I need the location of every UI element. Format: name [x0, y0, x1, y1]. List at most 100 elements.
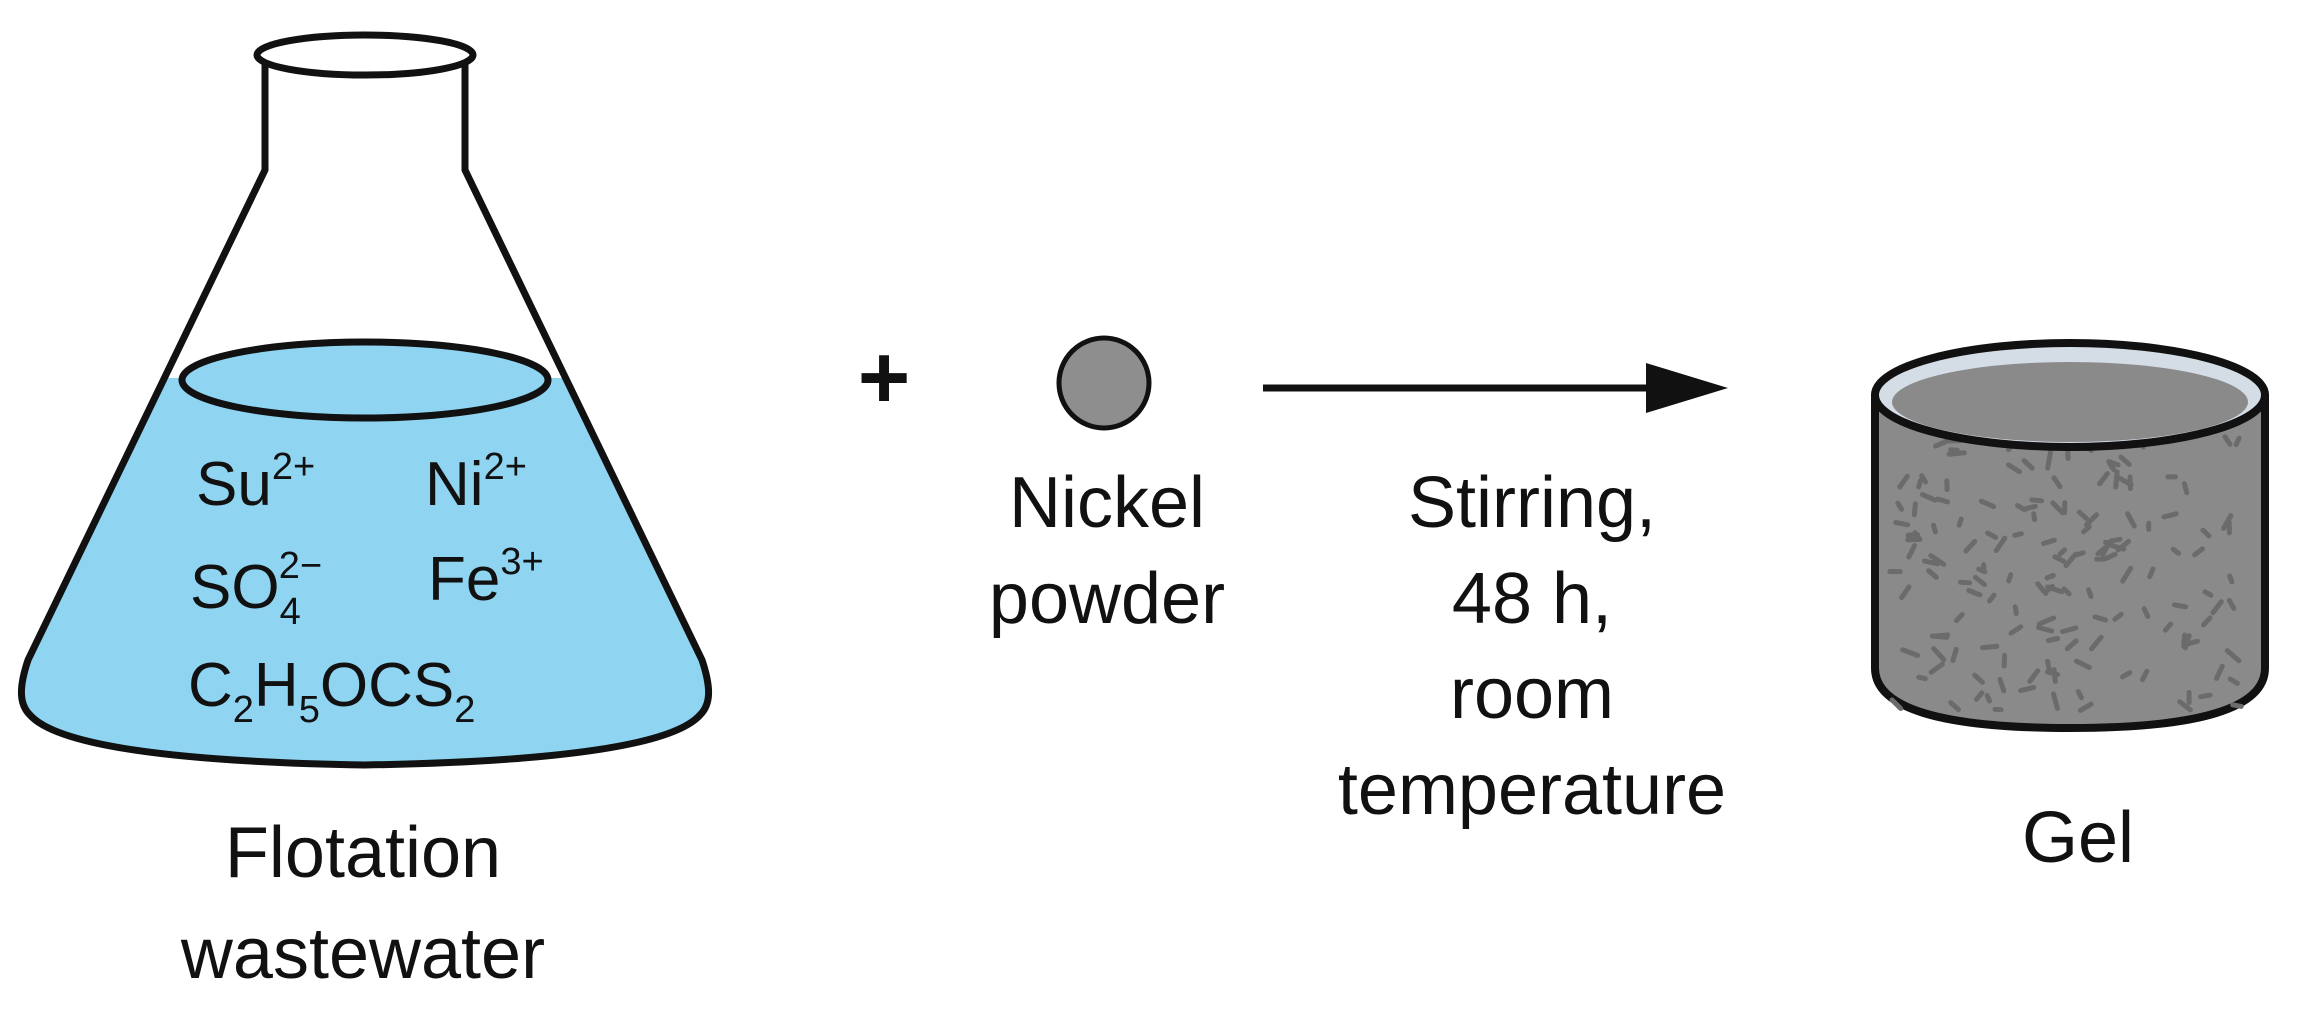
gel-speck [1893, 520, 1911, 528]
gel-speck [2006, 572, 2014, 584]
gel-speck [1897, 473, 1910, 490]
gel-speck [1900, 647, 1921, 658]
ion-ni: Ni2+ [425, 446, 527, 519]
gel-speck [1950, 646, 1959, 663]
gel-speck [1895, 500, 1905, 512]
plus-sign: + [858, 328, 911, 428]
gel-speck [1933, 632, 1951, 639]
gel-speck [2006, 462, 2022, 475]
gel-speck [2040, 537, 2057, 546]
gel-speck [2112, 611, 2124, 622]
gel-speck [1948, 700, 1961, 713]
gel-speck [2044, 573, 2056, 581]
reaction-arrow [1263, 363, 1728, 413]
gel-speck [2001, 652, 2008, 669]
gel-speck [2074, 658, 2092, 670]
gel-speck [2192, 546, 2205, 558]
flask-label-line1: Flotation [225, 813, 501, 893]
gel-speck [2012, 604, 2019, 617]
gel-speck [1928, 661, 1945, 675]
gel-speck [2078, 701, 2094, 713]
nickel-powder-particle [1056, 335, 1152, 431]
gel-speck [2045, 583, 2055, 593]
gel-speck [2108, 536, 2123, 544]
condition-line2: 48 h, [1452, 559, 1612, 639]
powder-label-line2: powder [989, 559, 1225, 639]
gel-speck [1946, 450, 1967, 457]
gel-speck [2120, 670, 2133, 680]
gel-speck [2036, 615, 2057, 627]
gel-speck [2171, 602, 2189, 610]
gel-speck [2221, 513, 2234, 531]
gel-speck [2147, 566, 2156, 580]
gel-speck [2107, 542, 2127, 552]
gel-speck [2081, 524, 2092, 535]
gel-speck [1933, 438, 1951, 449]
gel-speck [2097, 471, 2110, 487]
gel-speck [1978, 498, 1997, 510]
gel-speck [1979, 643, 2000, 651]
gel-speck [2060, 625, 2079, 635]
gel-speck [2117, 475, 2134, 488]
gel-speck [2162, 621, 2174, 633]
gel-speck [1935, 496, 1951, 505]
gel-speck [2227, 676, 2240, 686]
gel-speck [2201, 615, 2213, 628]
gel-speck [2045, 450, 2053, 471]
gel-speck [1954, 612, 1965, 624]
gel-speck [2092, 614, 2108, 623]
gel-speck [2125, 511, 2137, 529]
gel-speck [2045, 658, 2053, 674]
gel-speck [2107, 461, 2117, 473]
gel-speck [2052, 554, 2067, 564]
gel-speck [2177, 699, 2193, 713]
gel-speck [2139, 668, 2150, 683]
gel-speck [2023, 503, 2038, 511]
gel-speck [2086, 587, 2094, 599]
erlenmeyer-flask [18, 31, 712, 769]
gel-speck [1966, 588, 1983, 598]
flask-outline [18, 58, 712, 769]
gel-speck [2045, 636, 2061, 643]
gel-speck [1931, 646, 1947, 663]
gel-speck [2214, 663, 2225, 681]
gel-speck [2063, 551, 2078, 569]
gel-speck [1899, 584, 1912, 601]
gel-speck [2012, 531, 2024, 538]
gel-speck [2031, 511, 2038, 523]
gel-speck [1905, 532, 1921, 538]
gel-speck [2035, 581, 2049, 596]
gel-speck [1985, 530, 1999, 540]
condition-line4: temperature [1338, 750, 1726, 830]
gel-speck [1997, 676, 2007, 694]
gel-speck [2230, 702, 2244, 709]
gel-speck [1916, 477, 1924, 490]
gel-speck [2076, 509, 2089, 521]
ion-so4: SO42− [190, 545, 322, 633]
liquid-surface [178, 338, 552, 422]
gel-speck [2051, 691, 2060, 711]
flask-label-line2: wastewater [180, 914, 545, 994]
gel-speck [1919, 492, 1938, 503]
gel-speck [2036, 625, 2055, 634]
condition-line3: room [1450, 654, 1614, 734]
gel-speck [2050, 500, 2065, 516]
gel-speck [2227, 573, 2235, 585]
gel-speck [2018, 685, 2037, 694]
gel-speck [2021, 458, 2035, 471]
ion-list: Su2+ Ni2+ SO42− Fe3+ C2H5OCS2 [188, 446, 544, 731]
powder-label-line1: Nickel [1009, 463, 1205, 543]
gel-speck [2045, 669, 2060, 678]
gel-speck [2015, 503, 2028, 513]
gel-speck [2113, 469, 2120, 490]
gel-speck [1972, 672, 1985, 685]
gel-speck [2233, 435, 2242, 448]
gel-speck [2202, 589, 2214, 598]
gel-speck [2008, 624, 2024, 636]
gel-speck [2170, 546, 2182, 556]
gel-speck [1993, 535, 2008, 553]
gel-speck [1972, 574, 1987, 588]
gel-speck [2027, 668, 2041, 684]
gel-speck [1922, 558, 1941, 567]
gel-speck [1976, 566, 1988, 575]
